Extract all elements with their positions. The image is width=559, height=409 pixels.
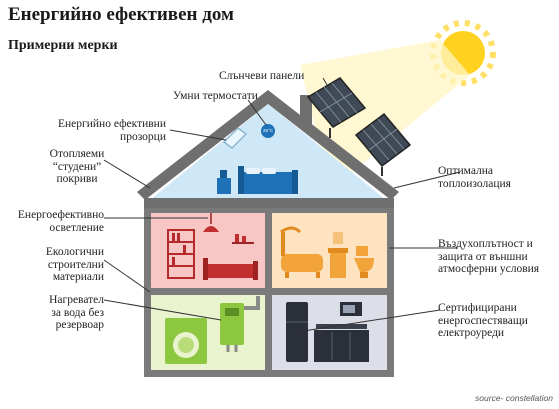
skylight-window	[222, 127, 248, 149]
label-solar-panels: Слънчеви панели	[219, 70, 305, 82]
label-smart-thermostats: Умни термостати	[173, 90, 258, 102]
shelf-decor-icon	[232, 234, 254, 244]
bed-red-icon	[203, 258, 258, 280]
solar-panel-2-icon	[354, 112, 412, 176]
ceiling-lamp-icon	[203, 213, 219, 232]
page-title: Енергийно ефективен дом	[8, 4, 234, 25]
label-water-heater: Нагревател за вода без резервоар	[49, 294, 104, 331]
kitchen-cabinets-icon	[314, 324, 369, 362]
bathtub-icon	[280, 226, 323, 278]
bookshelf-icon	[167, 229, 195, 279]
chimney	[300, 95, 312, 125]
label-appliances: Сертифицирани енергоспестяващи електроур…	[438, 302, 528, 339]
label-insulation: Оптимална топлоизолация	[438, 165, 511, 190]
label-materials: Екологични строителни материали	[45, 246, 104, 283]
washing-machine-icon	[165, 318, 207, 364]
thermostat-icon	[261, 124, 275, 138]
label-roofs: Отопляеми “студени” покриви	[49, 148, 105, 185]
water-heater-icon	[220, 296, 260, 352]
label-airtightness: Въздухоплътност и защита от външни атмос…	[438, 238, 540, 275]
nightstand-icon	[217, 170, 231, 194]
microwave-icon	[340, 302, 362, 316]
solar-panel-1-icon	[306, 77, 367, 138]
page-subtitle: Примерни мерки	[8, 38, 118, 53]
bed-icon	[238, 166, 298, 194]
label-windows: Енергийно ефективни прозорци	[58, 118, 166, 143]
toilet-icon	[354, 246, 374, 278]
thermostat-reading: 25°C	[262, 128, 274, 133]
label-lighting: Енергоефективно осветление	[17, 209, 104, 234]
sink-icon	[328, 232, 348, 278]
leader-lines	[103, 77, 461, 333]
source-credit: source- constellation	[475, 393, 553, 403]
attic	[150, 104, 386, 200]
